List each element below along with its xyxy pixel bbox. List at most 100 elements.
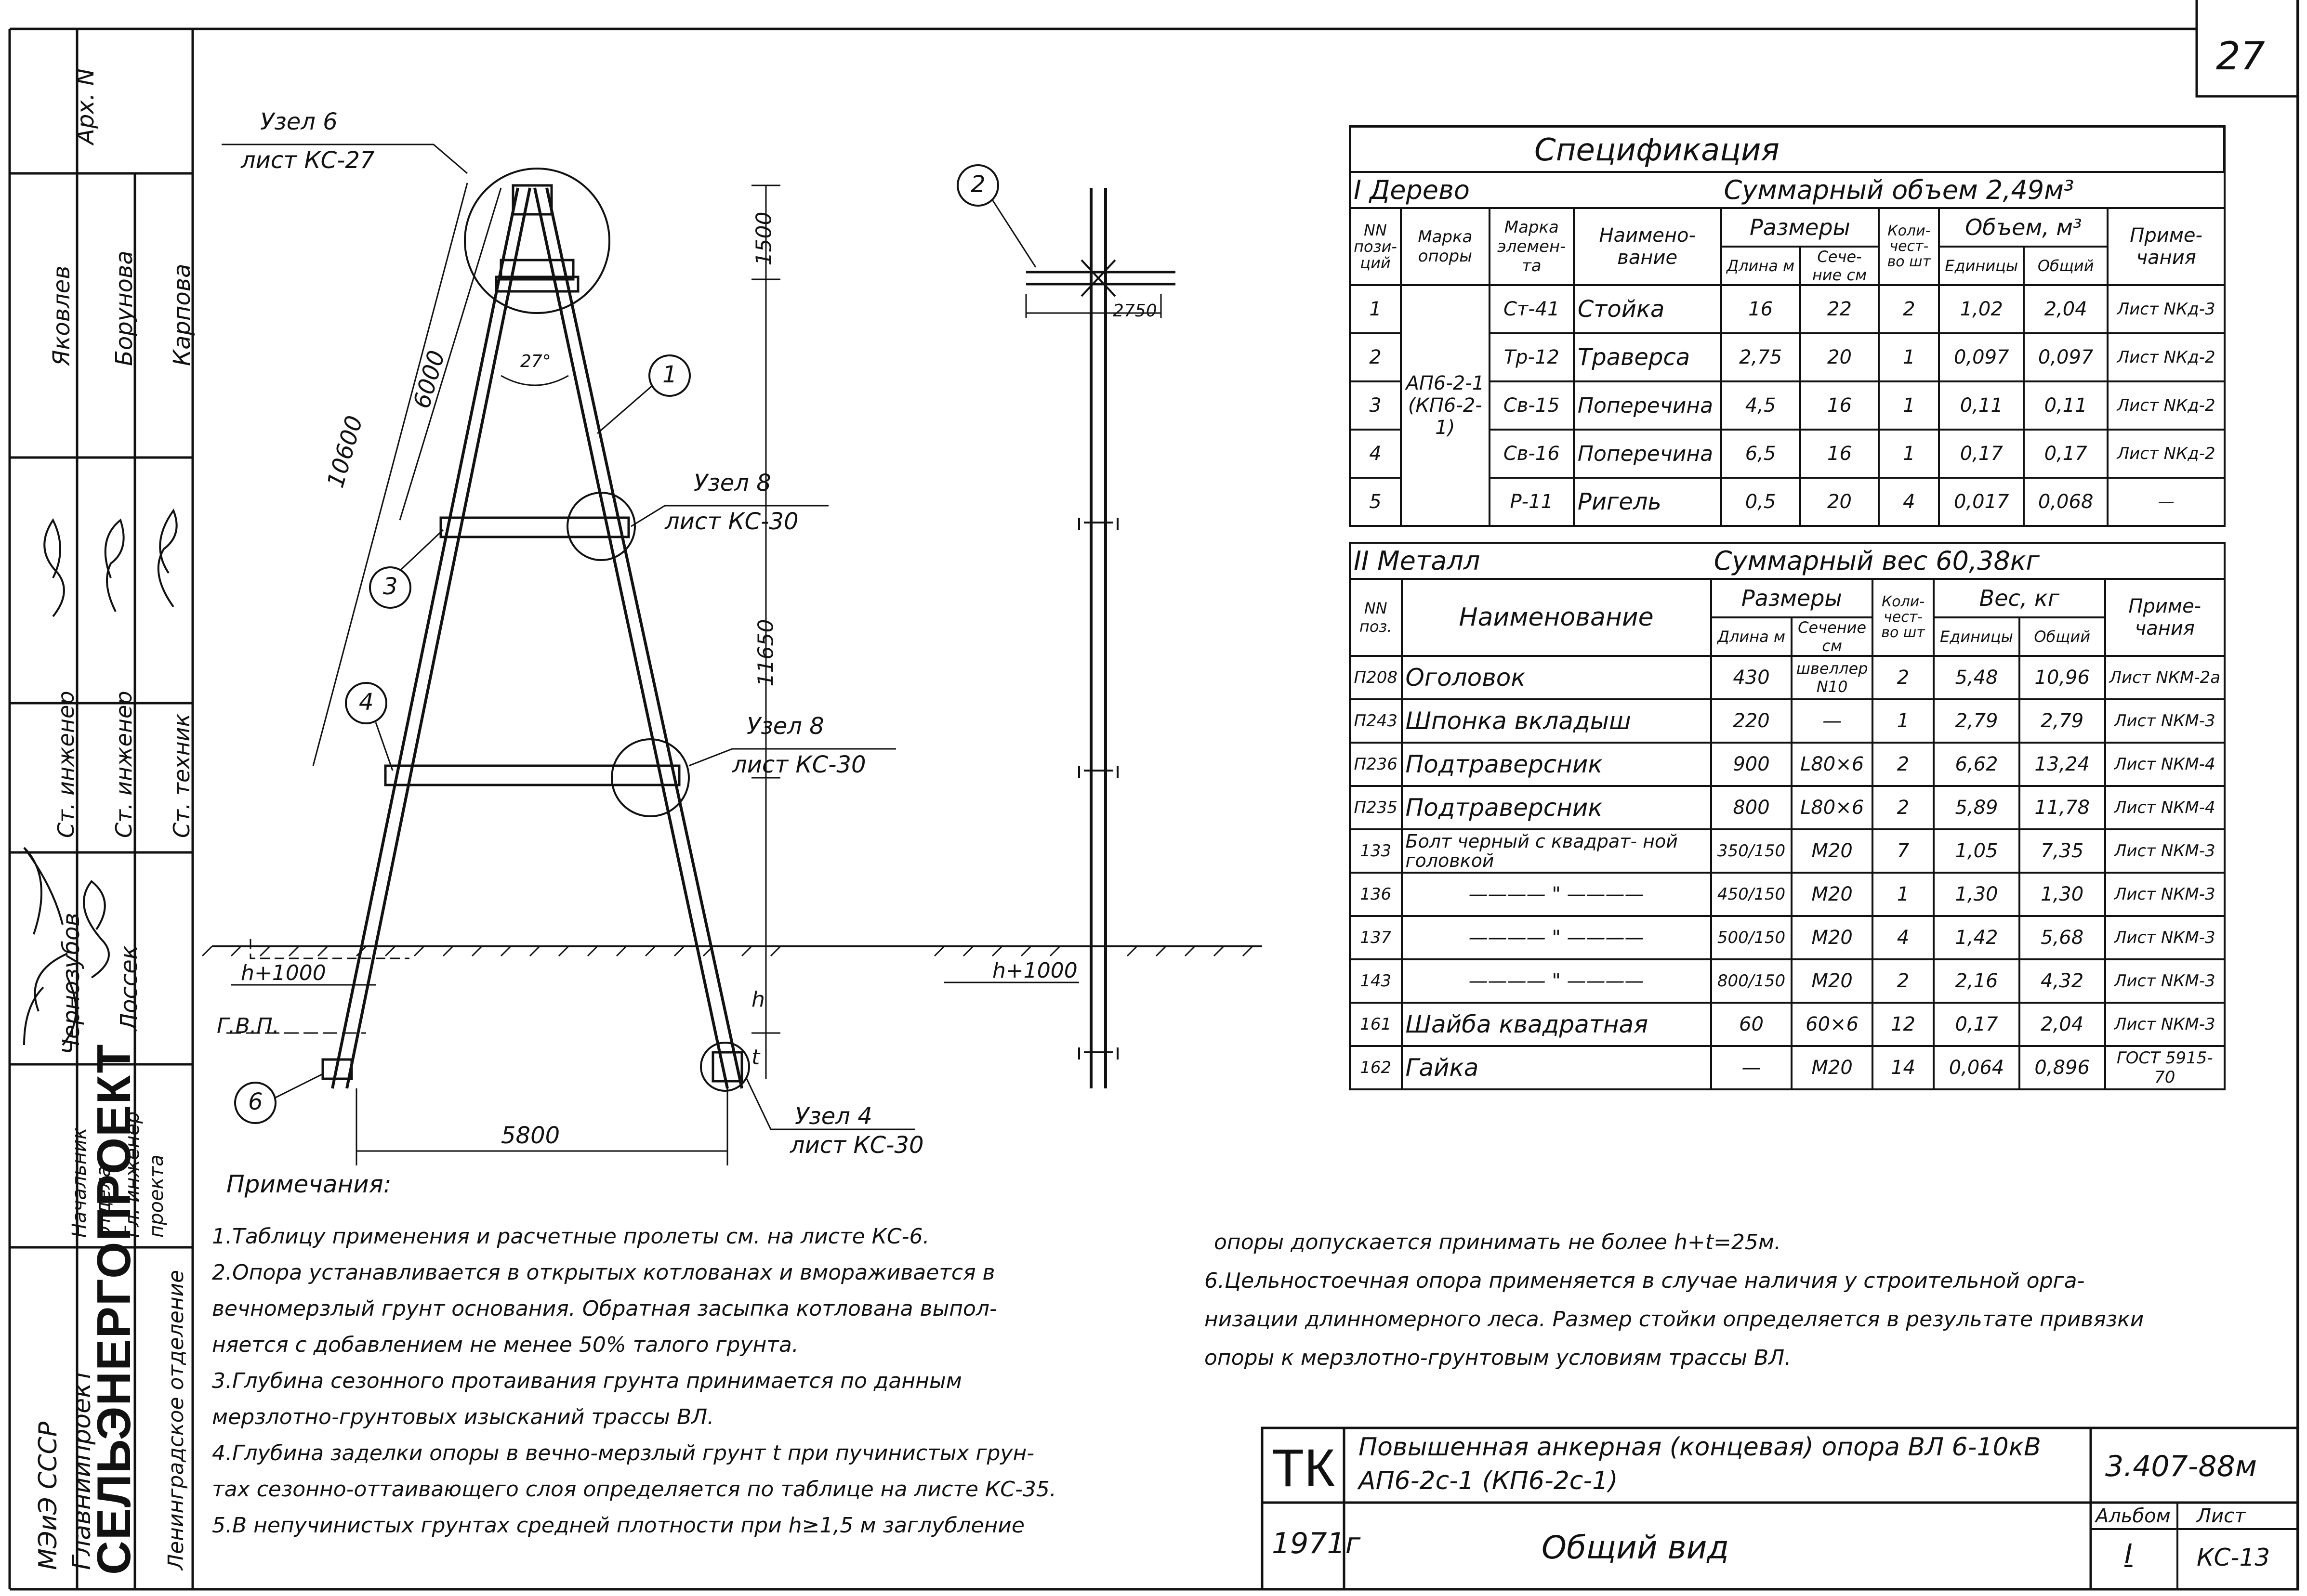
cell: 2,79 (1933, 698, 2020, 744)
cell: L80×6 (1791, 785, 1873, 830)
org-line3: Ленинградское отделение (164, 1269, 188, 1570)
note-line: мерзлотно-грунтовых изысканий трассы ВЛ. (212, 1405, 714, 1429)
cell: 0,17 (2023, 429, 2109, 479)
metal-col-name: Наименование (1400, 578, 1712, 657)
cell: 1,30 (2018, 872, 2106, 917)
cell: 0,097 (1938, 332, 2025, 382)
note-line: вечномерзлый грунт основания. Обратная з… (212, 1296, 997, 1321)
note-line: 5.В непучинистых грунтах средней плотнос… (212, 1513, 1025, 1538)
gwl-label: Г.В.П. (217, 1014, 279, 1038)
cell: швеллер N10 (1791, 655, 1873, 700)
cell: 10,96 (2018, 655, 2106, 700)
table-row: 133 Болт черный с квадрат- ной головкой … (1349, 828, 2226, 874)
node8a-label: Узел 8 (694, 470, 771, 497)
callout-1: 1 (662, 361, 677, 388)
metal-col-qty: Коли- чест- во шт (1871, 578, 1935, 657)
cell: Лист NКд-2 (2107, 429, 2226, 479)
metal-col-note: Приме- чания (2104, 578, 2226, 657)
cell: Св-16 (1488, 429, 1575, 479)
spec-title-box: Спецификация (1349, 125, 2226, 171)
cell: 16 (1720, 284, 1801, 334)
strip-role-3: Ст. техник (169, 713, 195, 838)
metal-table: II Металл Суммарный вес 60,38кг NN поз. … (1349, 542, 2226, 1090)
table-row: 3 Св-15 Поперечина 4,5 16 1 0,11 0,11 Ли… (1349, 380, 2226, 431)
strip-role-1: Ст. инженер (53, 691, 79, 838)
cell: 20 (1799, 477, 1880, 527)
dim-h1000-left: h+1000 (241, 961, 326, 985)
cell: 220 (1710, 698, 1793, 744)
strip-name-lossek: Лоссек (116, 945, 143, 1031)
cell: Ригель (1572, 477, 1722, 527)
cell: Тр-12 (1488, 332, 1575, 382)
metal-col-length: Длина м (1710, 616, 1793, 657)
metal-header: II Металл (1349, 542, 1711, 580)
cell: М20 (1791, 828, 1873, 874)
cell: 800 (1710, 785, 1793, 830)
wood-total: Суммарный объем 2,49м³ (1721, 171, 2226, 209)
cell: 2,16 (1933, 958, 2020, 1004)
callout-6: 6 (248, 1088, 263, 1115)
cell: 1,02 (1938, 284, 2025, 334)
cell: 1,42 (1933, 915, 2020, 960)
dim-h: h (751, 987, 765, 1012)
cell: ———— " ———— (1400, 958, 1712, 1004)
cell: М20 (1791, 872, 1873, 917)
cell: 1 (1878, 429, 1940, 479)
table-row: 4 Св-16 Поперечина 6,5 16 1 0,17 0,17 Ли… (1349, 429, 2226, 479)
cell: 143 (1349, 958, 1403, 1004)
metal-col-pos: NN поз. (1349, 578, 1403, 657)
cell: Подтраверсник (1400, 742, 1712, 787)
cell: Траверса (1572, 332, 1722, 382)
cell: ———— " ———— (1400, 915, 1712, 960)
cell: 1 (1878, 380, 1940, 431)
doc-code: 3.407-88м (2105, 1450, 2257, 1483)
cell: 2,04 (2023, 284, 2109, 334)
cell: 1 (1871, 872, 1935, 917)
cell: 2,75 (1720, 332, 1801, 382)
dim-11650: 11650 (753, 619, 778, 687)
cell: 2 (1871, 958, 1935, 1004)
wood-col-qty: Коли- чест- во шт (1878, 207, 1940, 286)
support-brand: АП6-2-1 (КП6-2-1) (1399, 284, 1490, 527)
wood-header: I Дерево (1349, 171, 1721, 209)
cell: L80×6 (1791, 742, 1873, 787)
node8a-sheet: лист КС-30 (665, 508, 799, 535)
cell: 1 (1878, 332, 1940, 382)
node8b-sheet: лист КС-30 (732, 751, 866, 778)
angle-label: 27° (520, 352, 551, 371)
table-row: 136 ———— " ———— 450/150 М20 1 1,30 1,30 … (1349, 872, 2226, 917)
cell: 0,5 (1720, 477, 1801, 527)
cell: Р-11 (1488, 477, 1575, 527)
cell: ГОСТ 5915-70 (2104, 1045, 2226, 1090)
notes-left: 1.Таблицу применения и расчетные пролеты… (212, 1218, 1228, 1544)
cell: 0,896 (2018, 1045, 2106, 1090)
table-row: 1 АП6-2-1 (КП6-2-1) Ст-41 Стойка 16 22 2… (1349, 284, 2226, 527)
cell: 350/150 (1710, 828, 1793, 874)
cell: 14 (1871, 1045, 1935, 1090)
strip-name-karpova: Карпова (169, 263, 196, 366)
strip-name-chernozubov: Чернозубов (58, 913, 85, 1055)
metal-col-unit: Единицы (1933, 616, 2020, 657)
node4-sheet: лист КС-30 (790, 1132, 924, 1159)
metal-col-weight: Вес, кг (1933, 578, 2106, 618)
dim-5800: 5800 (501, 1122, 560, 1149)
cell: 500/150 (1710, 915, 1793, 960)
cell: 0,17 (1933, 1002, 2020, 1047)
cell: М20 (1791, 958, 1873, 1004)
album-label: Альбом (2096, 1505, 2171, 1527)
metal-col-total: Общий (2018, 616, 2106, 657)
wood-col-total: Общий (2023, 246, 2109, 286)
table-row: 162 Гайка — М20 14 0,064 0,896 ГОСТ 5915… (1349, 1045, 2226, 1090)
sheet-label: Лист (2197, 1505, 2246, 1527)
album-value: I (2124, 1539, 2133, 1570)
cell: Гайка (1400, 1045, 1712, 1090)
cell: 162 (1349, 1045, 1403, 1090)
cell: 11,78 (2018, 785, 2106, 830)
cell: Лист NКМ-3 (2104, 958, 2226, 1004)
cell: 4 (1878, 477, 1940, 527)
note-line: низации длинномерного леса. Размер стойк… (1204, 1307, 2144, 1332)
table-row: 2 Тр-12 Траверса 2,75 20 1 0,097 0,097 Л… (1349, 332, 2226, 382)
dim-1500: 1500 (751, 211, 777, 266)
cell: П235 (1349, 785, 1403, 830)
